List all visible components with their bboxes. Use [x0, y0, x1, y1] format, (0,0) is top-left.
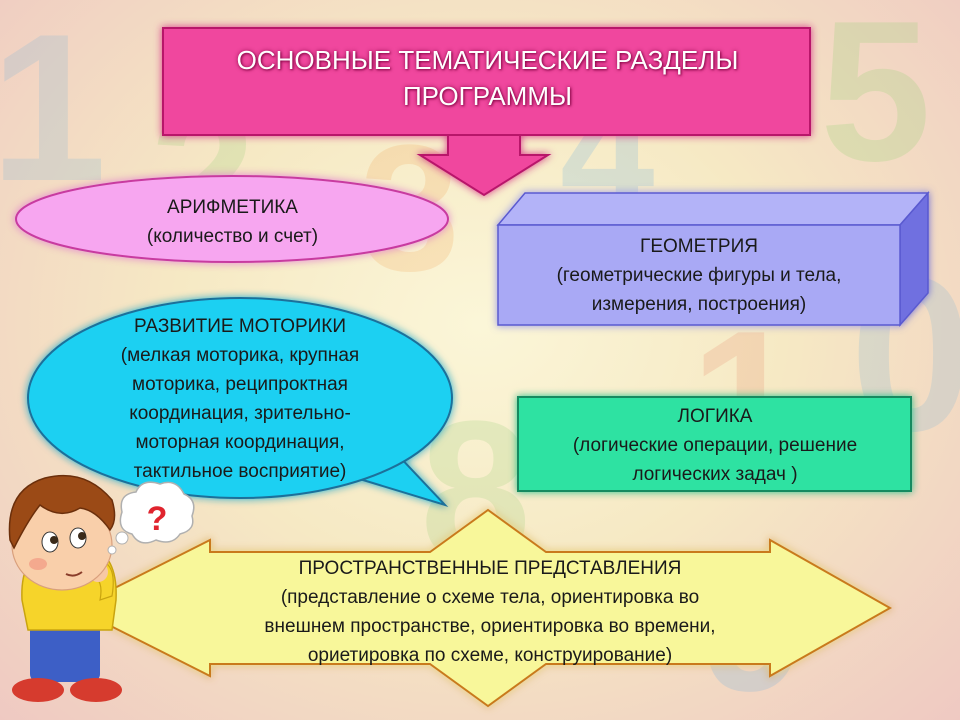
spatial-heading: ПРОСТРАНСТВЕННЫЕ ПРЕДСТАВЛЕНИЯ [298, 558, 682, 579]
logic-heading: ЛОГИКА [677, 406, 753, 427]
geometry-shape [496, 191, 930, 327]
svg-text:5: 5 [820, 0, 931, 203]
thought-bubble-cloud [119, 481, 195, 544]
geometry-section: ГЕОМЕТРИЯ (геометрические фигуры и тела,… [500, 232, 898, 319]
title-line-1: ОСНОВНЫЕ ТЕМАТИЧЕСКИЕ РАЗДЕЛЫ [236, 45, 739, 75]
logic-section: ЛОГИКА (логические операции, решение лог… [520, 402, 910, 489]
motor-line-2: моторика, реципроктная [132, 374, 348, 395]
arithmetic-heading: АРИФМЕТИКА [167, 197, 298, 218]
spatial-shape [72, 508, 893, 708]
spatial-line-3: ориетировка по схеме, конструирование) [307, 645, 673, 666]
boy-hair [8, 474, 116, 550]
motor-heading: РАЗВИТИЕ МОТОРИКИ [133, 316, 347, 337]
logic-line-1: (логические операции, решение [572, 435, 858, 456]
boy-illustration: ? [8, 474, 195, 702]
title-banner-rect [162, 27, 811, 136]
boy-shoe-right [70, 678, 122, 702]
boy-mouth [65, 571, 83, 577]
question-mark-icon: ? [147, 500, 168, 538]
thought-dot-medium [115, 531, 129, 545]
page-title: ОСНОВНЫЕ ТЕМАТИЧЕСКИЕ РАЗДЕЛЫ ПРОГРАММЫ [165, 42, 810, 114]
logic-shape [517, 396, 912, 492]
geometry-heading: ГЕОМЕТРИЯ [640, 236, 758, 257]
boy-pupil-right [78, 532, 86, 540]
arithmetic-detail: (количество и счет) [146, 226, 319, 247]
spatial-line-1: (представление о схеме тела, ориентировк… [280, 587, 700, 608]
geometry-line-2: измерения, построения) [591, 294, 807, 315]
arithmetic-section: АРИФМЕТИКА (количество и счет) [40, 193, 425, 251]
boy-cheek [29, 558, 47, 570]
title-arrow-down [416, 134, 552, 197]
arithmetic-shape [15, 175, 449, 263]
boy-shoe-left [12, 678, 64, 702]
geometry-box-top [496, 192, 930, 226]
title-line-2: ПРОГРАММЫ [402, 81, 573, 111]
motor-line-5: тактильное восприятие) [133, 461, 347, 482]
motor-bubble [27, 297, 453, 499]
spatial-line-2: внешнем пространстве, ориентировка во вр… [264, 616, 716, 637]
thought-dot-small [107, 545, 117, 555]
geometry-line-1: (геометрические фигуры и тела, [556, 265, 842, 286]
motor-shape [27, 297, 453, 508]
motor-line-3: координация, зрительно- [129, 403, 351, 424]
boy-trousers [30, 620, 100, 682]
logic-line-2: логических задач ) [632, 464, 798, 485]
title-banner [162, 27, 811, 197]
geometry-box-front [497, 224, 901, 326]
motor-line-4: моторная координация, [135, 432, 345, 453]
spatial-section: ПРОСТРАНСТВЕННЫЕ ПРЕДСТАВЛЕНИЯ (представ… [210, 554, 770, 670]
boy-pupil-left [50, 536, 58, 544]
motor-section: РАЗВИТИЕ МОТОРИКИ (мелкая моторика, круп… [60, 312, 420, 486]
motor-line-1: (мелкая моторика, крупная [120, 345, 360, 366]
